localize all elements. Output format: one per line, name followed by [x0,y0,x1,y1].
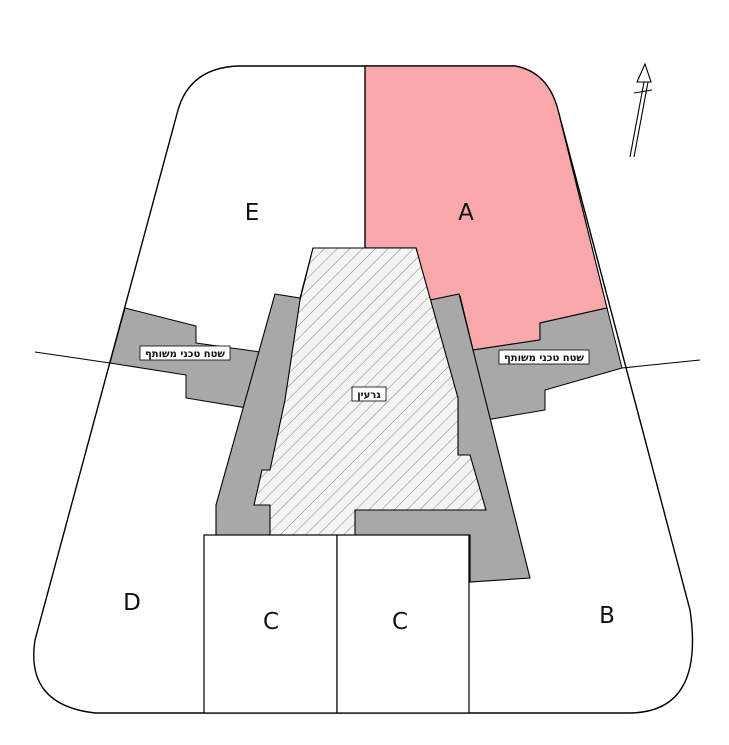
zone-label-a: A [458,200,474,226]
zone-c-left-area[interactable] [203,534,338,714]
zone-label-d: D [123,590,141,616]
zone-label-b: B [599,603,615,629]
zone-label-e: E [245,200,260,226]
shared-area-left-label: שטח טכני משותף [145,349,225,360]
core-label: גרעין [357,390,381,401]
zone-label-c-right: C [392,609,408,635]
shared-area-right-label: שטח טכני משותף [504,353,584,364]
zone-c-right-area[interactable] [336,534,470,714]
north-arrow-icon [629,62,653,158]
zone-label-c-left: C [263,609,279,635]
